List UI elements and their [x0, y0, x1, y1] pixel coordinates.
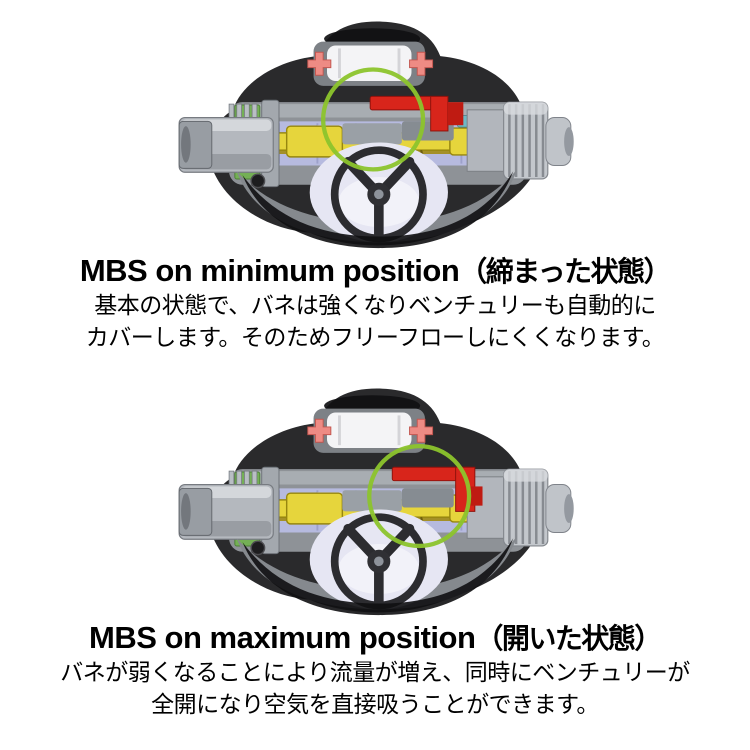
caption-maximum: MBS on maximum position（開いた状態） — [60, 621, 690, 654]
caption-minimum-en: MBS on minimum position — [79, 253, 460, 288]
caption-minimum: MBS on minimum position（締まった状態） — [79, 253, 672, 288]
caption-minimum-ja: （締まった状態） — [459, 256, 671, 287]
description-maximum: バネが弱くなることにより流量が増え、同時にベンチュリーが全開になり空気を直接吸う… — [60, 657, 690, 720]
description-minimum-line2: カバーします。そのためフリーフローしにくくなります。 — [85, 323, 665, 350]
mbs-lever-minimum — [369, 95, 464, 132]
highlight-circle-maximum — [367, 443, 472, 549]
caption-maximum-ja: （開いた状態） — [475, 623, 662, 654]
description-maximum-line2: 全開になり空気を直接吸うことができます。 — [151, 690, 599, 717]
caption-maximum-en: MBS on maximum position — [89, 620, 476, 655]
figure-minimum: MBS on minimum position（締まった状態） 基本の状態で、バ… — [79, 10, 672, 353]
figure-maximum: MBS on maximum position（開いた状態） バネが弱くなること… — [60, 377, 690, 720]
description-maximum-line1: バネが弱くなることにより流量が増え、同時にベンチュリーが — [60, 659, 690, 686]
highlight-circle-minimum — [321, 67, 426, 172]
regulator-cross-section-maximum — [173, 377, 577, 617]
regulator-cross-section-minimum — [173, 10, 577, 250]
description-minimum: 基本の状態で、バネは強くなりベンチュリーも自動的にカバーします。そのためフリーフ… — [80, 290, 670, 353]
description-minimum-line1: 基本の状態で、バネは強くなりベンチュリーも自動的に — [94, 292, 656, 319]
